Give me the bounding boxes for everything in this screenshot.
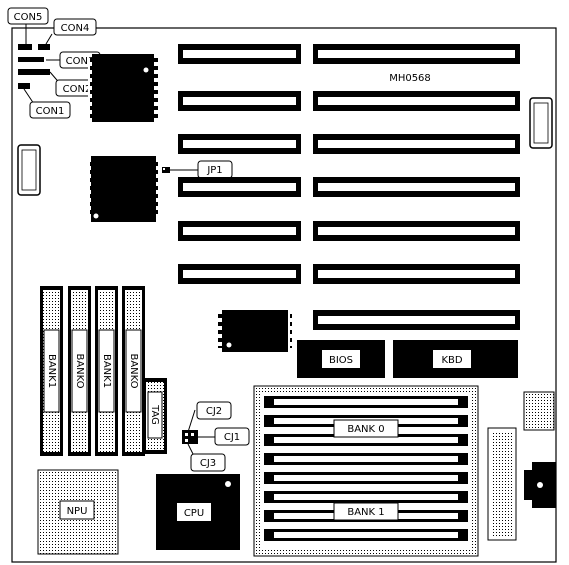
con4-label: CON4 — [61, 23, 90, 34]
npu-socket: NPU — [37, 469, 119, 555]
cpu-label: CPU — [184, 508, 204, 519]
cache-sockets: BANK 0 BANK 1 — [253, 385, 479, 557]
simm-bank-label-4: BANKO — [128, 353, 139, 388]
connector-pins — [18, 44, 50, 89]
simm-bank-label-2: BANKO — [74, 353, 85, 388]
cpu-chip: CPU — [156, 474, 240, 550]
con3-label: CON3 — [66, 56, 95, 67]
isa-slots-left — [178, 44, 301, 284]
jp1-label: JP1 — [206, 165, 222, 176]
model-number: MH0568 — [389, 73, 431, 84]
power-connector — [487, 427, 517, 541]
con1-callout: CON1 — [29, 101, 71, 119]
crystal-right — [529, 97, 553, 149]
simm-bank-label-1: BANK1 — [46, 354, 57, 388]
crystal-left — [17, 144, 41, 196]
tag-socket: TAG — [143, 378, 167, 454]
bios-label: BIOS — [329, 355, 353, 366]
con1-label: CON1 — [36, 106, 65, 117]
cj3-label: CJ3 — [200, 458, 216, 469]
cj2-callout: CJ2 — [196, 401, 232, 420]
cj2-label: CJ2 — [206, 406, 222, 417]
npu-label: NPU — [67, 506, 88, 517]
con5-callout: CON5 — [7, 7, 49, 25]
con4-callout: CON4 — [53, 18, 97, 36]
chipset-chip-1 — [88, 54, 158, 122]
keyboard-connector — [524, 462, 556, 508]
simm-bank-label-3: BANK1 — [101, 354, 112, 388]
cj1-label: CJ1 — [224, 432, 240, 443]
cj-jumper-block — [182, 430, 198, 444]
con2-label: CON2 — [63, 84, 92, 95]
cache-bank0-label: BANK 0 — [347, 424, 384, 435]
cache-bank1-label: BANK 1 — [347, 507, 384, 518]
controller-chip — [218, 310, 292, 352]
kbd-label: KBD — [441, 355, 462, 366]
jp1-callout: JP1 — [197, 160, 233, 179]
cj1-callout: CJ1 — [214, 427, 250, 446]
tag-label: TAG — [149, 404, 160, 425]
chipset-chip-2 — [87, 156, 160, 222]
bios-chip: BIOS — [297, 340, 385, 378]
kbd-chip: KBD — [393, 340, 518, 378]
simm-sockets: BANK1 BANKO BANK1 BANKO — [40, 286, 145, 456]
con5-label: CON5 — [14, 12, 43, 23]
cj3-callout: CJ3 — [190, 453, 226, 472]
isa-slots-right — [313, 44, 520, 330]
battery-component — [523, 391, 555, 431]
jp1-jumper — [162, 167, 170, 173]
